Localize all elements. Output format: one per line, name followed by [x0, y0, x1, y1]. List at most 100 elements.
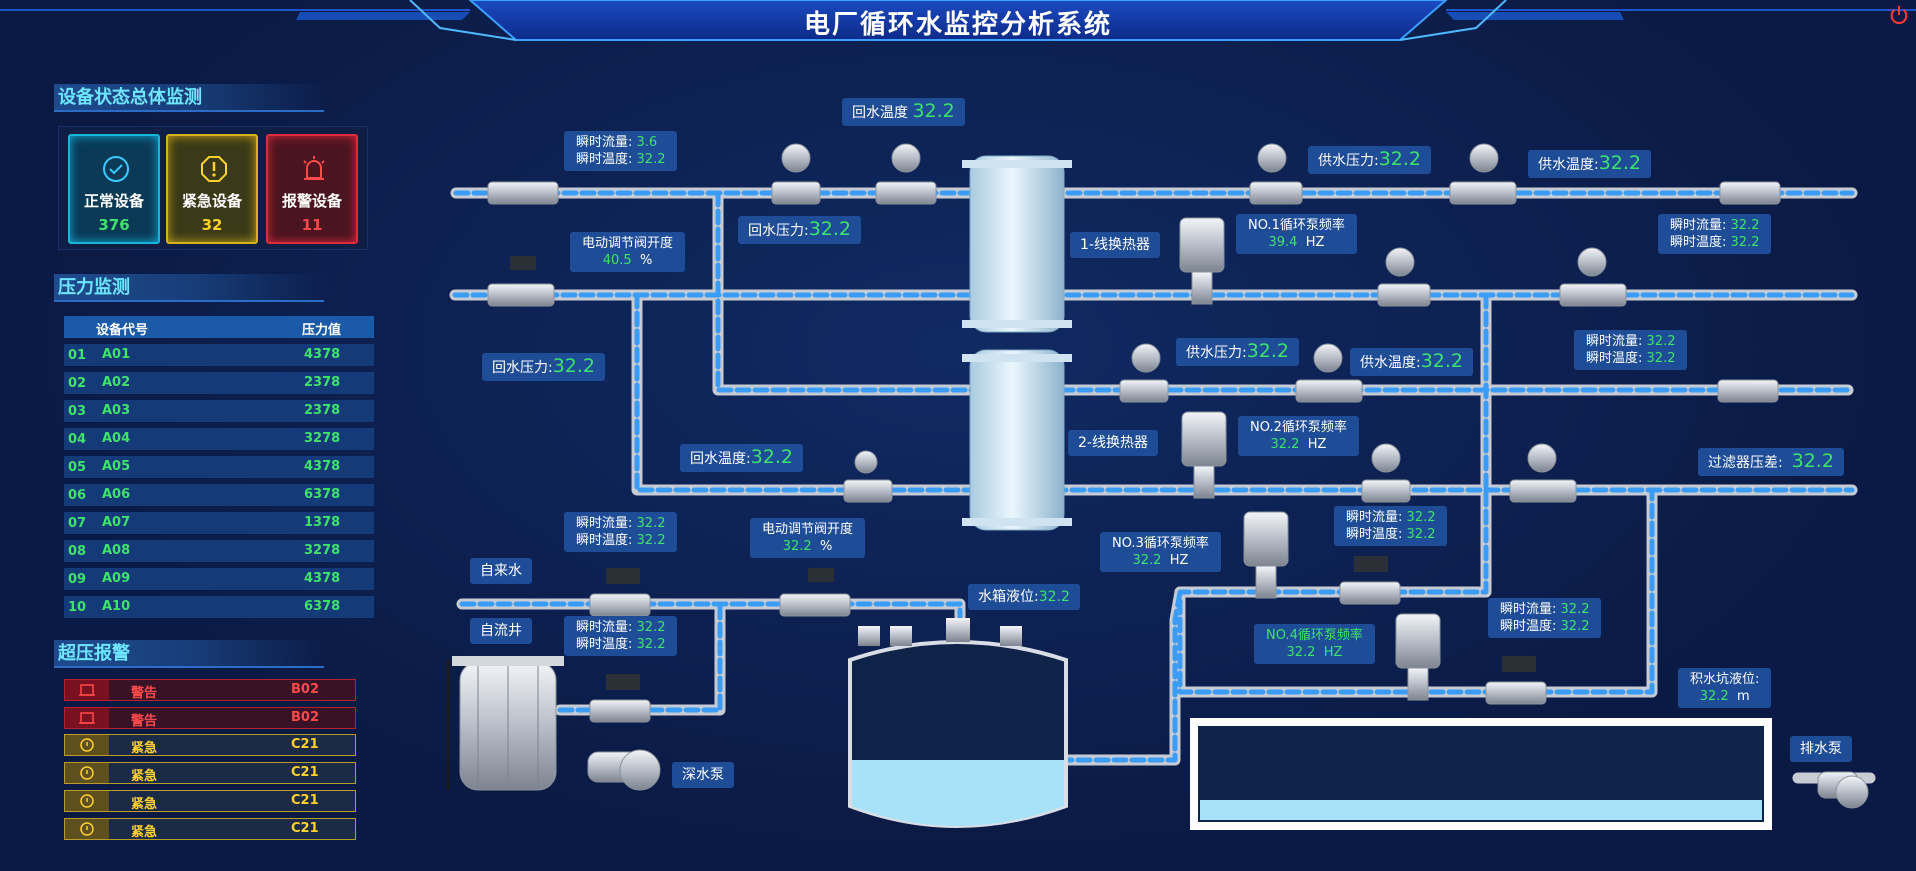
- urgent-devices-count: 32: [201, 216, 223, 234]
- filter-pressure-diff[interactable]: 过滤器压差: 32.2: [1698, 448, 1844, 476]
- valve-opening-1[interactable]: 电动调节阀开度 40.5 %: [570, 232, 686, 272]
- alarm-level: 紧急: [131, 797, 158, 812]
- label-value: 32.2: [808, 218, 852, 240]
- pump-unit: HZ: [1323, 645, 1343, 660]
- heat-exchanger-1-label[interactable]: 1-线换热器: [1070, 232, 1160, 258]
- flow-label: 瞬时流量:: [1346, 510, 1403, 525]
- supply-press-2[interactable]: 供水压力:32.2: [1176, 338, 1300, 366]
- alarm-row[interactable]: 警告 B02: [64, 679, 356, 701]
- row-value: 3278: [304, 543, 341, 558]
- label-text: 回水压力:: [748, 223, 809, 239]
- alarm-code: C21: [291, 765, 319, 780]
- header-frame: [0, 0, 1916, 41]
- urgent-devices-label: 紧急设备: [181, 192, 242, 210]
- row-no: 05: [68, 460, 87, 475]
- row-value: 1378: [304, 515, 341, 530]
- alarm-level: 紧急: [131, 769, 158, 784]
- flow-temp-box-2[interactable]: 瞬时流量: 32.2 瞬时温度: 32.2: [564, 512, 678, 552]
- pump-value: 32.2: [1132, 553, 1162, 568]
- urgent-devices-card[interactable]: 紧急设备 32: [166, 134, 258, 244]
- label-value: 32.2: [912, 100, 955, 122]
- supply-temp-1[interactable]: 供水温度:32.2: [1528, 150, 1652, 178]
- label-text: 过滤器压差:: [1708, 455, 1783, 471]
- flow-temp-box-r1[interactable]: 瞬时流量: 32.2 瞬时温度: 32.2: [1658, 214, 1772, 254]
- row-code: A08: [102, 543, 131, 558]
- flow-well-label[interactable]: 自流井: [470, 618, 532, 644]
- tank-level[interactable]: 水箱液位:32.2: [968, 584, 1080, 610]
- flow-temp-box-r2[interactable]: 瞬时流量: 32.2 瞬时温度: 32.2: [1574, 330, 1688, 370]
- flow-value: 32.2: [1646, 334, 1676, 349]
- alarm-row-icon: [65, 708, 109, 728]
- pump-label: NO.1循环泵频率: [1248, 218, 1345, 233]
- normal-devices-count: 376: [98, 216, 130, 234]
- normal-devices-card[interactable]: 正常设备 376: [68, 134, 160, 244]
- alarm-row[interactable]: 紧急 C21: [64, 762, 356, 784]
- deep-well-pump-label[interactable]: 深水泵: [672, 762, 734, 788]
- pump1-frequency[interactable]: NO.1循环泵频率 39.4 HZ: [1236, 214, 1357, 254]
- warning-row-icon: [65, 763, 109, 783]
- supply-press-1[interactable]: 供水压力:32.2: [1308, 146, 1432, 174]
- cooling-tower-graphic: [446, 656, 564, 791]
- pump3-frequency[interactable]: NO.3循环泵频率 32.2 HZ: [1100, 532, 1221, 572]
- temp-value: 32.2: [1646, 351, 1676, 366]
- pump-value: 32.2: [1270, 437, 1300, 452]
- row-value: 4378: [304, 459, 341, 474]
- row-value: 4378: [304, 571, 341, 586]
- label-value: 32.2: [1246, 340, 1290, 362]
- flow-temp-box-3[interactable]: 瞬时流量: 32.2 瞬时温度: 32.2: [564, 616, 678, 656]
- temp-value: 32.2: [636, 637, 666, 652]
- return-press-1[interactable]: 回水压力:32.2: [738, 216, 862, 244]
- flow-temp-box-m[interactable]: 瞬时流量: 32.2 瞬时温度: 32.2: [1334, 506, 1448, 546]
- alarm-row-icon: [65, 680, 109, 700]
- alarm-level: 紧急: [131, 741, 158, 756]
- flow-label: 瞬时流量:: [1586, 334, 1643, 349]
- pump4-frequency[interactable]: NO.4循环泵频率 32.2 HZ: [1254, 624, 1375, 664]
- normal-devices-label: 正常设备: [83, 192, 144, 210]
- sump-level[interactable]: 积水坑液位: 32.2 m: [1678, 668, 1772, 708]
- temp-label: 瞬时温度:: [576, 637, 633, 652]
- valve-opening-2[interactable]: 电动调节阀开度 32.2 %: [750, 518, 866, 558]
- valve-value: 32.2: [782, 539, 812, 554]
- supply-temp-2[interactable]: 供水温度:32.2: [1350, 348, 1474, 376]
- row-no: 03: [68, 404, 87, 419]
- flow-temp-box-r3[interactable]: 瞬时流量: 32.2 瞬时温度: 32.2: [1488, 598, 1602, 638]
- temp-value: 32.2: [1730, 235, 1760, 250]
- drain-pump-label[interactable]: 排水泵: [1790, 736, 1852, 762]
- temp-value: 32.2: [1406, 527, 1436, 542]
- pump-value: 32.2: [1286, 645, 1316, 660]
- alarm-code: B02: [291, 682, 319, 697]
- heat-exchanger-2-label[interactable]: 2-线换热器: [1068, 430, 1158, 456]
- return-press-2[interactable]: 回水压力:32.2: [482, 353, 606, 381]
- label-value: 32.2: [1420, 350, 1464, 372]
- power-icon[interactable]: [1888, 4, 1910, 26]
- temp-label: 瞬时温度:: [1670, 235, 1727, 250]
- label-value: 32.2: [1038, 589, 1070, 605]
- pump-value: 39.4: [1268, 235, 1298, 250]
- valve-value: 40.5: [602, 253, 632, 268]
- alarm-code: C21: [291, 821, 319, 836]
- alarm-level: 警告: [131, 686, 158, 701]
- tap-water-label[interactable]: 自来水: [470, 558, 532, 584]
- return-temp-2[interactable]: 回水温度:32.2: [680, 444, 804, 472]
- warning-octagon-icon: [201, 156, 227, 182]
- alarm-devices-card[interactable]: 报警设备 11: [266, 134, 358, 244]
- pump2-frequency[interactable]: NO.2循环泵频率 32.2 HZ: [1238, 416, 1359, 456]
- label-text: 供水压力:: [1318, 153, 1379, 169]
- return-temp-top[interactable]: 回水温度 32.2: [842, 98, 965, 126]
- flow-temp-box-1[interactable]: 瞬时流量: 3.6 瞬时温度: 32.2: [564, 131, 678, 171]
